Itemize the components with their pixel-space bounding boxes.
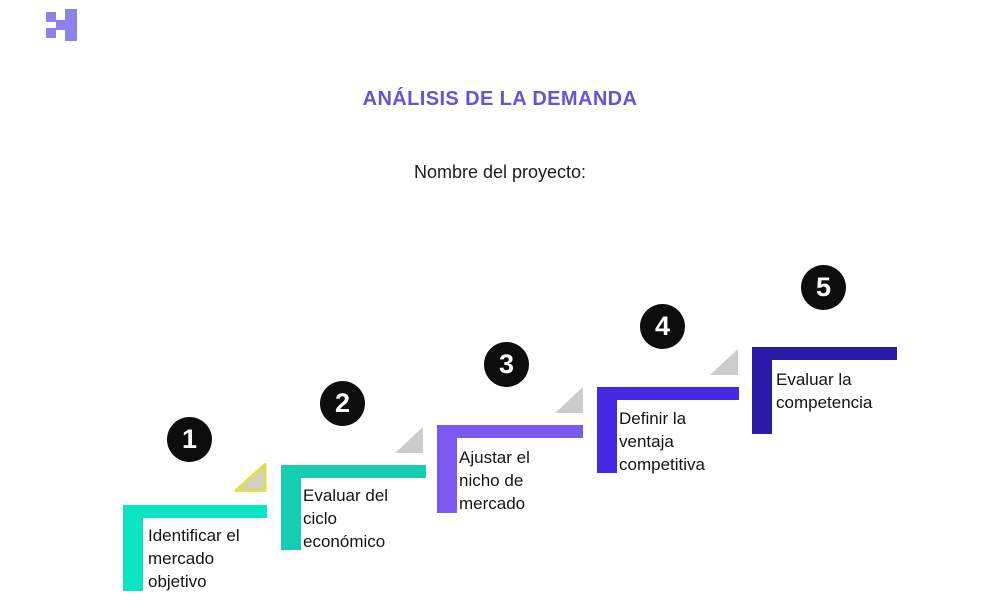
step-5-label: Evaluar la competencia [776,370,873,412]
step-3-bar-vertical [437,425,457,513]
brand-logo-icon [46,9,77,41]
step-2-number: 2 [334,388,351,418]
step-4-label: Definir la ventaja competitiva [619,409,705,474]
logo-block [46,12,56,22]
step-1-number-badge: 1 [167,417,212,462]
step-4-number: 4 [654,311,671,341]
step-5-bar-vertical [752,347,772,434]
project-name-label: Nombre del proyecto: [413,162,587,182]
step-1-number: 1 [181,424,198,454]
corner-triangle-icon [555,387,583,413]
step-4-bar-horizontal [597,387,739,400]
step-3-label: Ajustar el nicho de mercado [459,448,530,513]
logo-block [56,20,65,30]
step-1-bar-vertical [123,505,143,591]
step-4-number-badge: 4 [640,304,685,349]
brand-logo [45,9,79,41]
step-5-number: 5 [815,272,832,302]
step-4-bar-vertical [597,387,617,473]
corner-triangle-icon [395,427,423,453]
step-2-number-badge: 2 [320,381,365,426]
step-5-number-badge: 5 [801,265,846,310]
step-1-label: Identificar el mercado objetivo [148,526,240,591]
corner-triangle-icon [710,349,738,375]
corner-triangle-icon [234,463,267,492]
step-1-bar-horizontal [123,505,267,518]
page-title: ANÁLISIS DE LA DEMANDA [362,88,638,110]
step-3-number: 3 [498,349,515,379]
step-2-bar-horizontal [281,465,426,478]
step-5-bar-horizontal [752,347,897,360]
logo-block [46,28,56,38]
logo-block [65,9,77,41]
step-3-number-badge: 3 [484,342,529,387]
step-2-bar-vertical [281,465,301,550]
step-3-bar-horizontal [437,425,583,438]
step-2-label: Evaluar del ciclo económico [303,486,389,551]
